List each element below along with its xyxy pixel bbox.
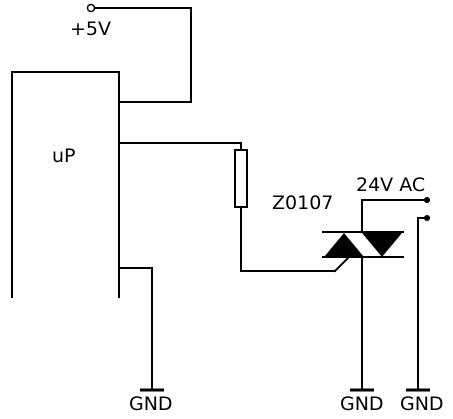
supply-label: +5V [70, 18, 111, 40]
microcontroller-outline [11, 71, 120, 298]
ac-ground-label: GND [400, 393, 444, 415]
microcontroller-block [11, 71, 120, 298]
supply-terminal-icon [86, 3, 96, 13]
triac-ground-label: GND [340, 393, 384, 415]
supply-net [86, 3, 192, 103]
triac-right-triangle [362, 233, 402, 257]
gate-drive-net [118, 142, 351, 273]
ac-terminal-1-icon [424, 197, 430, 203]
triac-part-label: Z0107 [272, 192, 333, 214]
triac-left-triangle [324, 233, 364, 257]
resistor-body [234, 149, 248, 208]
uc-ground-net [118, 267, 164, 392]
triac-symbol [322, 199, 404, 391]
uc-ground-label: GND [129, 393, 173, 415]
ac-terminal-2-icon [424, 215, 430, 221]
ac-supply-net [361, 197, 430, 391]
microcontroller-label: uP [52, 145, 76, 167]
ac-supply-label: 24V AC [356, 174, 425, 196]
gate-wire-diagonal [333, 255, 351, 273]
